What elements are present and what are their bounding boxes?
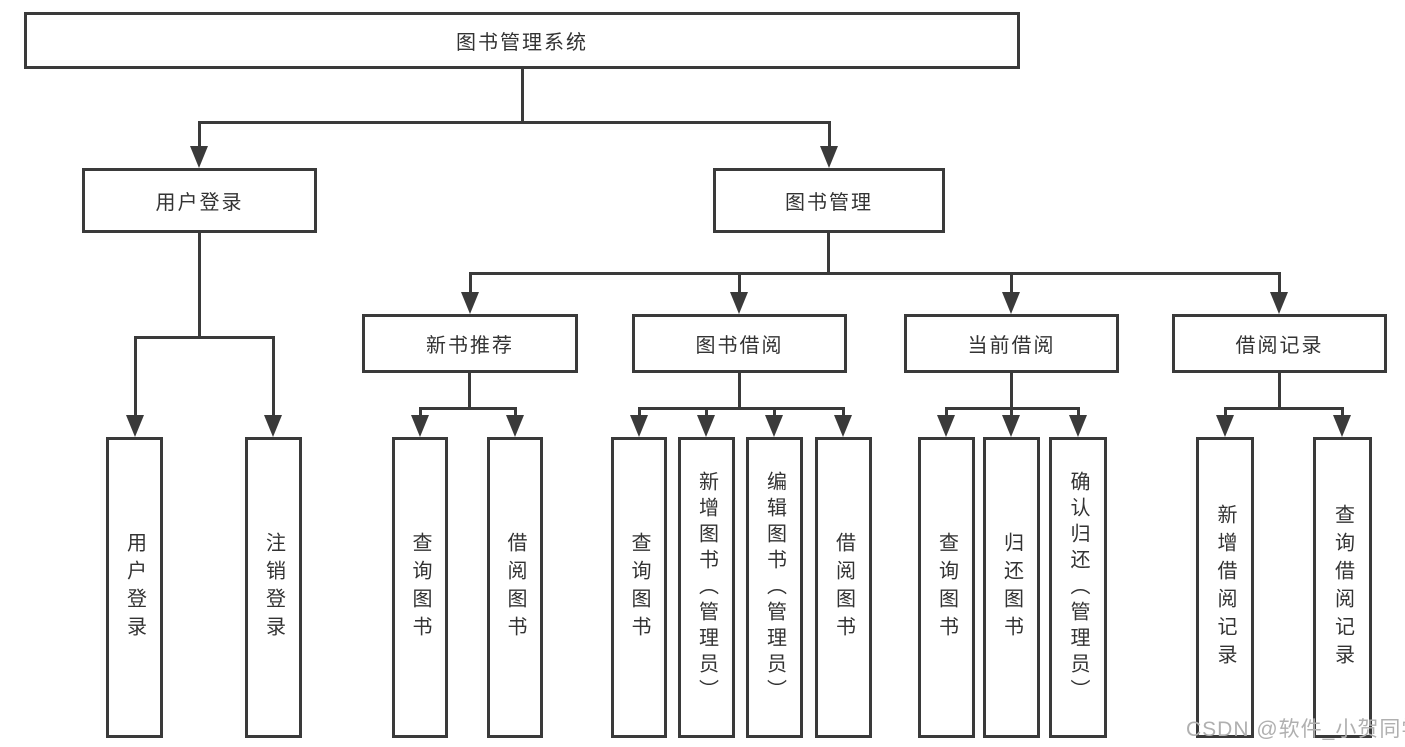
node-user-login-label: 用户登录 [155,192,244,214]
arrow-to-new-book-recommend [461,272,479,314]
node-new-book-recommend: 新书推荐 [362,314,578,373]
node-borrow-records: 借阅记录 [1172,314,1387,373]
node-current-borrow: 当前借阅 [904,314,1119,373]
connector-book-borrow-stem [738,373,741,410]
leaf-current-confirm-return-admin: 确认归还（管理员） [1049,437,1107,738]
node-book-borrow-label: 图书借阅 [695,335,784,357]
leaf-records-add-record-label: 新增借阅记录 [1214,503,1236,672]
connector-root-stem [521,69,524,124]
node-root-label: 图书管理系统 [456,32,588,54]
leaf-current-return-books-label: 归还图书 [1000,531,1023,644]
connector-new-book-recommend-stem [468,373,471,410]
arrow-to-leaf-bb-query [630,407,648,437]
leaf-borrow-query-books-label: 查询图书 [628,531,650,644]
arrow-to-current-borrow [1002,272,1020,314]
arrow-to-leaf-cb-confirm [1069,407,1087,437]
node-current-borrow-label: 当前借阅 [967,335,1056,357]
leaf-newrec-borrow-books-label: 借阅图书 [504,531,526,644]
connector-user-login-stem [198,233,201,339]
leaf-records-query-record: 查询借阅记录 [1313,437,1372,738]
node-new-book-recommend-label: 新书推荐 [426,335,514,357]
leaf-current-query-books: 查询图书 [918,437,975,738]
arrow-to-leaf-rec-query [1333,407,1351,437]
leaf-logout: 注销登录 [245,437,302,738]
node-borrow-records-label: 借阅记录 [1235,335,1324,357]
leaf-newrec-query-books: 查询图书 [392,437,448,738]
node-root: 图书管理系统 [24,12,1020,69]
leaf-borrow-edit-books-admin: 编辑图书（管理员） [746,437,803,738]
connector-book-management-bar [469,272,1281,275]
leaf-borrow-borrow-books: 借阅图书 [815,437,872,738]
leaf-records-query-record-label: 查询借阅记录 [1331,503,1354,672]
arrow-to-book-borrow [730,272,748,314]
arrow-to-leaf-newrec-borrow [506,407,524,437]
node-book-management: 图书管理 [713,168,945,233]
connector-new-book-recommend-bar [419,407,517,410]
connector-book-borrow-bar [638,407,844,410]
arrow-to-leaf-bb-edit [765,407,783,437]
arrow-to-leaf-newrec-query [411,407,429,437]
connector-borrow-records-stem [1278,373,1281,410]
connector-user-login-bar [134,336,275,339]
connector-current-borrow-stem [1010,373,1013,410]
arrow-to-leaf-bb-borrow [834,407,852,437]
arrow-to-borrow-records [1270,272,1288,314]
leaf-user-login: 用户登录 [106,437,163,738]
leaf-user-login-label: 用户登录 [123,531,146,644]
node-book-management-label: 图书管理 [785,192,873,214]
leaf-borrow-add-books-admin: 新增图书（管理员） [678,437,735,738]
arrow-to-leaf-user-login [126,336,144,437]
leaf-borrow-edit-books-admin-label: 编辑图书（管理员） [763,470,786,705]
node-user-login: 用户登录 [82,168,317,233]
arrow-to-leaf-cb-return [1002,407,1020,437]
arrow-to-leaf-cb-query [937,407,955,437]
leaf-newrec-query-books-label: 查询图书 [409,531,431,644]
leaf-borrow-query-books: 查询图书 [611,437,667,738]
leaf-current-query-books-label: 查询图书 [935,531,958,644]
leaf-current-return-books: 归还图书 [983,437,1040,738]
leaf-records-add-record: 新增借阅记录 [1196,437,1254,738]
arrow-to-leaf-bb-add [697,407,715,437]
connector-root-bar [198,121,831,124]
arrow-to-user-login [190,121,208,168]
leaf-current-confirm-return-admin-label: 确认归还（管理员） [1067,470,1089,705]
arrow-to-leaf-logout [264,336,282,437]
node-book-borrow: 图书借阅 [632,314,847,373]
csdn-watermark: CSDN @软件_小贺同学 [1186,718,1405,741]
leaf-borrow-add-books-admin-label: 新增图书（管理员） [695,470,718,705]
leaf-logout-label: 注销登录 [262,531,285,644]
arrow-to-leaf-rec-add [1216,407,1234,437]
arrow-to-book-management [820,121,838,168]
leaf-borrow-borrow-books-label: 借阅图书 [832,531,855,644]
connector-borrow-records-bar [1224,407,1343,410]
leaf-newrec-borrow-books: 借阅图书 [487,437,543,738]
connector-book-management-stem [827,233,830,275]
